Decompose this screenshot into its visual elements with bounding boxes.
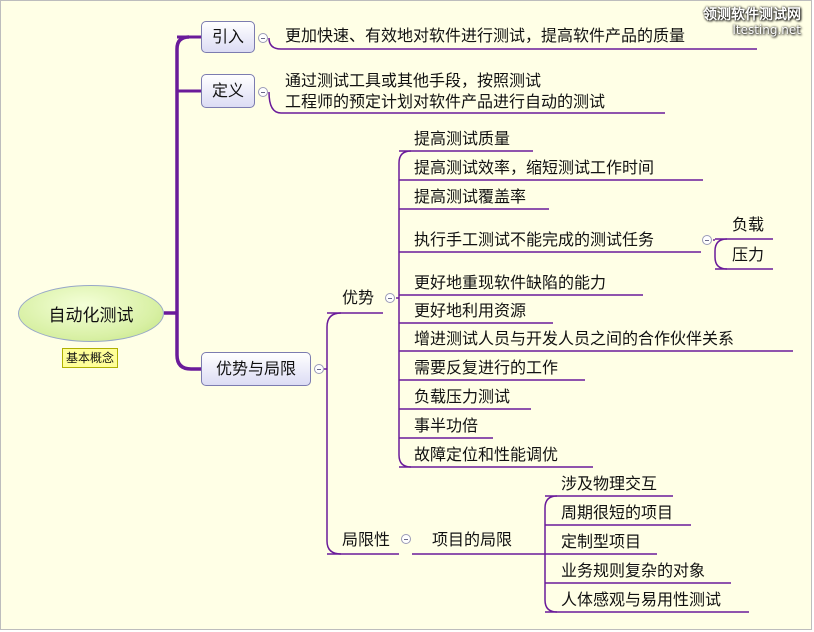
collapse-toggle-icon[interactable] xyxy=(258,87,268,97)
central-topic[interactable]: 自动化测试 xyxy=(18,285,164,342)
collapse-toggle-icon[interactable] xyxy=(385,293,395,303)
advantages-label: 优势 xyxy=(342,288,375,307)
advantage-item: 提高测试覆盖率 xyxy=(414,187,527,206)
note-tag: 基本概念 xyxy=(62,348,119,368)
watermark: 领测软件测试网 ltesting.net xyxy=(703,7,801,37)
branch-connector xyxy=(714,238,728,270)
definition-text-line2: 工程师的预定计划对软件产品进行自动的测试 xyxy=(285,92,606,111)
advantage-item: 更好地重现软件缺陷的能力 xyxy=(414,273,607,292)
branch-connector xyxy=(326,312,342,555)
limitations-label: 局限性 xyxy=(342,530,391,549)
collapse-toggle-icon[interactable] xyxy=(401,534,411,544)
trunk-connector xyxy=(175,35,201,371)
manual-sub-item: 压力 xyxy=(732,245,765,264)
limitation-item: 定制型项目 xyxy=(561,532,642,551)
advantage-item: 负载压力测试 xyxy=(414,387,511,406)
advantage-item: 故障定位和性能调优 xyxy=(414,445,559,464)
underline-connector xyxy=(268,37,757,50)
topic-intro[interactable]: 引入 xyxy=(201,21,255,53)
branch-connector xyxy=(398,150,412,468)
project-limitations-label: 项目的局限 xyxy=(432,530,513,549)
collapse-toggle-icon[interactable] xyxy=(258,33,268,43)
advantage-item: 提高测试效率，缩短测试工作时间 xyxy=(414,158,655,177)
advantage-item: 事半功倍 xyxy=(414,416,479,435)
advantage-item: 增进测试人员与开发人员之间的合作伙伴关系 xyxy=(414,329,735,348)
watermark-title: 领测软件测试网 xyxy=(703,7,801,23)
collapse-toggle-icon[interactable] xyxy=(702,235,712,245)
intro-text: 更加快速、有效地对软件进行测试，提高软件产品的质量 xyxy=(285,26,686,45)
underline-connector xyxy=(268,91,665,114)
central-topic-label: 自动化测试 xyxy=(48,306,134,326)
collapse-toggle-icon[interactable] xyxy=(314,364,324,374)
topic-pros-cons-label: 优势与局限 xyxy=(215,359,296,378)
advantage-item: 执行手工测试不能完成的测试任务 xyxy=(414,230,655,249)
definition-text-line1: 通过测试工具或其他手段，按照测试 xyxy=(285,71,542,90)
advantage-item: 提高测试质量 xyxy=(414,129,511,148)
limitation-item: 周期很短的项目 xyxy=(561,503,674,522)
watermark-url: ltesting.net xyxy=(732,23,801,37)
manual-sub-item: 负载 xyxy=(732,215,765,234)
advantage-item: 需要反复进行的工作 xyxy=(414,358,559,377)
limitation-item: 涉及物理交互 xyxy=(561,474,658,493)
topic-intro-label: 引入 xyxy=(211,27,244,46)
limitation-item: 业务规则复杂的对象 xyxy=(561,561,706,580)
topic-pros-cons[interactable]: 优势与局限 xyxy=(201,352,311,386)
topic-definition-label: 定义 xyxy=(211,81,244,100)
limitation-item: 人体感观与易用性测试 xyxy=(561,590,722,609)
advantage-item: 更好地利用资源 xyxy=(414,301,527,320)
topic-definition[interactable]: 定义 xyxy=(201,74,255,108)
